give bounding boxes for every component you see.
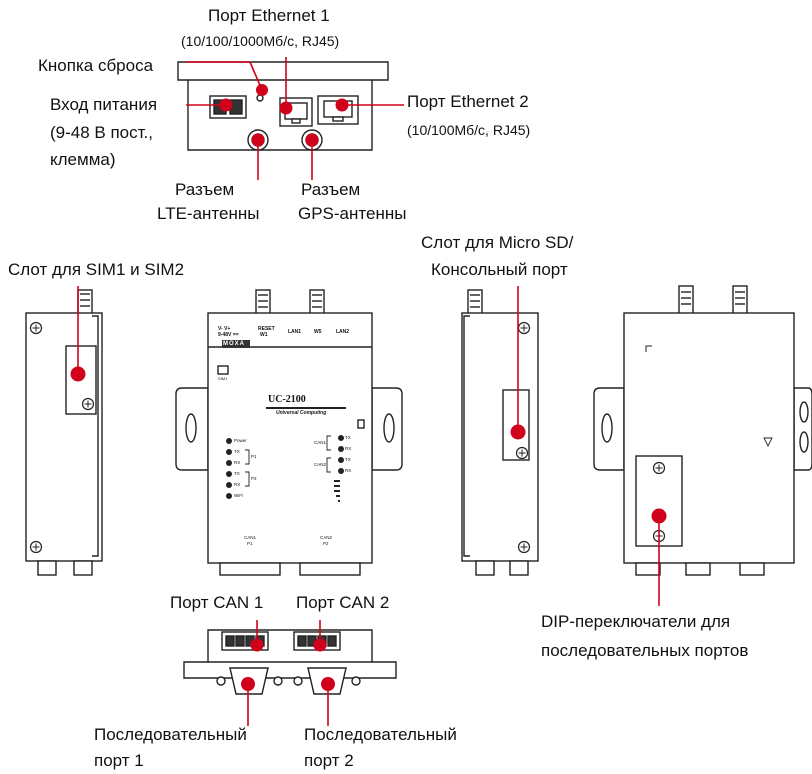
eth1-spec: (10/100/1000Мб/с, RJ45) (181, 33, 340, 49)
led-p1-tx-label: TX (234, 449, 240, 454)
reset-button-label: Кнопка сброса (38, 56, 154, 75)
power-input-spec-1: (9-48 В пост., (50, 123, 153, 142)
faceplate-power-label: V- V+ (218, 326, 231, 332)
faceplate-voltage-label: 9-48V == (218, 332, 239, 338)
left-side-view (25, 289, 103, 576)
back-view (593, 285, 812, 576)
faceplate-lan1-label: LAN1 (288, 329, 302, 335)
led-p2-rx-label: RX (234, 482, 241, 487)
console-port-label: Консольный порт (431, 260, 568, 279)
microsd-slot-label: Слот для Micro SD/ (421, 233, 574, 252)
faceplate-lan2-label: LAN2 (336, 329, 350, 335)
led-wifi-label: WiFi (234, 493, 243, 498)
serial-port-2-label-1: Последовательный (304, 725, 457, 744)
serial-port-2-label-2: порт 2 (304, 751, 354, 770)
led-group-can1: CAN1 (314, 440, 327, 445)
lte-antenna-label-1: Разъем (175, 180, 235, 199)
led-p1-rx-label: RX (234, 460, 241, 465)
led-group-p1: P1 (251, 454, 257, 459)
eth1-title: Порт Ethernet 1 (208, 6, 330, 25)
serial-port-1-label-1: Последовательный (94, 725, 247, 744)
serial-port-1-label-2: порт 1 (94, 751, 144, 770)
power-input-spec-2: клемма) (50, 150, 116, 169)
front-view (175, 289, 403, 576)
gps-antenna-label-1: Разъем (301, 180, 361, 199)
eth2-title: Порт Ethernet 2 (407, 92, 529, 111)
led-can1-rx-label: RX (345, 446, 352, 451)
bottom-can1-label: CAN1 (244, 535, 257, 540)
led-can2-rx-label: RX (345, 468, 352, 473)
led-group-can2: CAN2 (314, 462, 327, 467)
callout-markers (70, 84, 667, 691)
led-power-label: Power (234, 438, 247, 443)
model-subtitle: Universal Computing (276, 410, 327, 416)
eth2-spec: (10/100Мб/с, RJ45) (407, 122, 531, 138)
brand-logo: MOXA (223, 341, 245, 347)
led-p2-tx-label: TX (234, 471, 240, 476)
led-group-p2: P2 (251, 476, 257, 481)
power-input-label: Вход питания (50, 95, 158, 114)
bottom-p1-label: P1 (247, 541, 253, 546)
right-side-view (461, 289, 539, 576)
sim-tag: SIM1 (218, 376, 228, 381)
bottom-view (183, 629, 397, 695)
dip-switch-label-2: последовательных портов (541, 641, 749, 660)
faceplate-reset-label: RESET (258, 326, 275, 332)
model-name: UC-2100 (268, 394, 306, 405)
sim-slot-label: Слот для SIM1 и SIM2 (8, 260, 185, 279)
lte-antenna-label-2: LTE-антенны (157, 204, 260, 223)
gps-antenna-label-2: GPS-антенны (298, 204, 407, 223)
can1-port-label: Порт CAN 1 (170, 593, 264, 612)
callout-lines (77, 57, 660, 726)
bottom-p2-label: P2 (323, 541, 329, 546)
can2-port-label: Порт CAN 2 (296, 593, 390, 612)
faceplate-w5-label: W5 (314, 329, 322, 335)
bottom-can2-label: CAN2 (320, 535, 333, 540)
led-can2-tx-label: TX (345, 457, 351, 462)
led-can1-tx-label: TX (345, 435, 351, 440)
dip-switch-label-1: DIP-переключатели для (541, 612, 731, 631)
faceplate-w1-label: W1 (260, 332, 268, 338)
